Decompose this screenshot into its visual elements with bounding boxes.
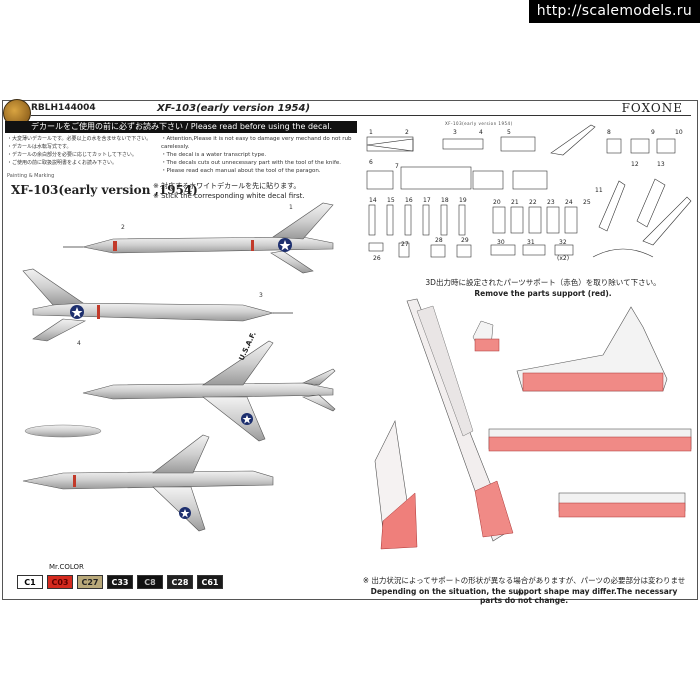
aircraft-side-view-1 — [63, 202, 334, 274]
color-swatches: C1 C03 C27 C33 C8 C28 C61 — [17, 575, 223, 589]
part-number: 25 — [583, 199, 591, 206]
printed-parts-with-supports — [374, 298, 692, 550]
part-number: 28 — [435, 237, 443, 244]
part-number: 31 — [527, 239, 535, 246]
callout-number: 4 — [77, 340, 81, 347]
aircraft-views: U.S.A.F. 1 2 3 4 — [22, 202, 336, 532]
support-note-jp: 3D出力時に設定されたパーツサポート（赤色）を取り除いて下さい。 — [425, 278, 661, 287]
sheet-title: XF-103(early version 1954) — [157, 103, 311, 114]
color-swatch-c03: C03 — [47, 575, 73, 589]
part-number: 4 — [479, 129, 483, 136]
jp-note-line: ・デカールは水転写式です。 — [7, 144, 72, 150]
jp-note-line: ・大変薄いデカールです。必要以上の水を含ませないで下さい。 — [7, 136, 152, 142]
part-quantity: (x2) — [557, 255, 570, 262]
callout-number: 2 — [121, 224, 125, 231]
part-number: 14 — [369, 197, 377, 204]
color-swatch-c1: C1 — [17, 575, 43, 589]
aircraft-side-view-2 — [22, 268, 293, 342]
aircraft-title: XF-103(early version ,1954) — [11, 183, 198, 197]
aircraft-profile-small — [24, 424, 102, 438]
white-note-jp: ※ 対応するホワイトデカールを先に貼ります。 — [153, 182, 301, 190]
jp-note-line: ・デカールの余白部分を必要に応じてカットして下さい。 — [7, 152, 137, 158]
part-number: 22 — [529, 199, 537, 206]
part-number: 1 — [369, 129, 373, 136]
jp-note-line: ・ご使用の前に取扱説明書をよくお読み下さい。 — [7, 160, 118, 166]
part-number: 10 — [675, 129, 683, 136]
part-number: 30 — [497, 239, 505, 246]
part-number: 29 — [461, 237, 469, 244]
color-swatch-c61: C61 — [197, 575, 223, 589]
en-note-line: ・Please read each manual about the tool … — [161, 168, 321, 174]
en-notes: ・Attention,Please it is not easy to dama… — [161, 135, 357, 175]
part-number: 19 — [459, 197, 467, 204]
color-swatch-c33: C33 — [107, 575, 133, 589]
part-number: 24 — [565, 199, 573, 206]
en-note-line: ・Attention,Please it is not easy to dama… — [161, 136, 352, 150]
support-note-en: Remove the parts support (red). — [474, 289, 612, 298]
instruction-sheet: RBLH144004 XF-103(early version 1954) FO… — [2, 99, 698, 605]
part-number: 23 — [547, 199, 555, 206]
en-note-line: ・The decal is a water transcript type. — [161, 152, 267, 158]
part-number: 15 — [387, 197, 395, 204]
product-code: RBLH144004 — [31, 103, 96, 113]
header-rule — [31, 115, 691, 116]
part-number: 9 — [651, 129, 655, 136]
part-number: 6 — [369, 159, 373, 166]
part-number: 26 — [373, 255, 381, 262]
part-number: 18 — [441, 197, 449, 204]
color-swatch-c8: C8 — [137, 575, 163, 589]
color-swatch-c28: C28 — [167, 575, 193, 589]
part-number: 21 — [511, 199, 519, 206]
color-swatch-c27: C27 — [77, 575, 103, 589]
part-number: 32 — [559, 239, 567, 246]
mr-color-label: Mr.COLOR — [49, 563, 84, 571]
watermark-url[interactable]: http://scalemodels.ru — [528, 0, 700, 23]
aircraft-top-view-2 — [22, 434, 274, 532]
part-number: 3 — [453, 129, 457, 136]
aircraft-top-view-1: U.S.A.F. — [82, 331, 336, 442]
part-number: 20 — [493, 199, 501, 206]
decal-notice-banner: デカールをご使用の前に必ずお読み下さい / Please read before… — [5, 121, 357, 133]
footer-note-jp: ※ 出力状況によってサポートの形状が異なる場合がありますが、パーツの必要部分は変… — [362, 576, 686, 596]
footer-note-en: Depending on the situation, the support … — [370, 587, 678, 605]
callout-number: 1 — [289, 204, 293, 211]
part-number: 11 — [595, 187, 603, 194]
part-number: 12 — [631, 161, 639, 168]
part-number: 13 — [657, 161, 665, 168]
part-number: 2 — [405, 129, 409, 136]
jp-notes: ・大変薄いデカールです。必要以上の水を含ませないで下さい。 ・デカールは水転写式… — [7, 135, 157, 167]
callout-number: 3 — [259, 292, 263, 299]
part-number: 27 — [401, 241, 409, 248]
parts-header: XF-103(early version 1954) — [445, 121, 513, 126]
part-number: 16 — [405, 197, 413, 204]
white-decal-note: ※ 対応するホワイトデカールを先に貼ります。 ※ Stick the corre… — [153, 181, 305, 201]
en-note-line: ・The decals cuts out unnecessary part wi… — [161, 160, 342, 166]
white-note-en: ※ Stick the corresponding white decal fi… — [153, 192, 305, 200]
part-number: 5 — [507, 129, 511, 136]
part-number: 8 — [607, 129, 611, 136]
painting-label: Painting & Marking — [7, 173, 55, 179]
part-number: 7 — [395, 163, 399, 170]
part-number: 17 — [423, 197, 431, 204]
parts-sketches — [366, 124, 692, 550]
